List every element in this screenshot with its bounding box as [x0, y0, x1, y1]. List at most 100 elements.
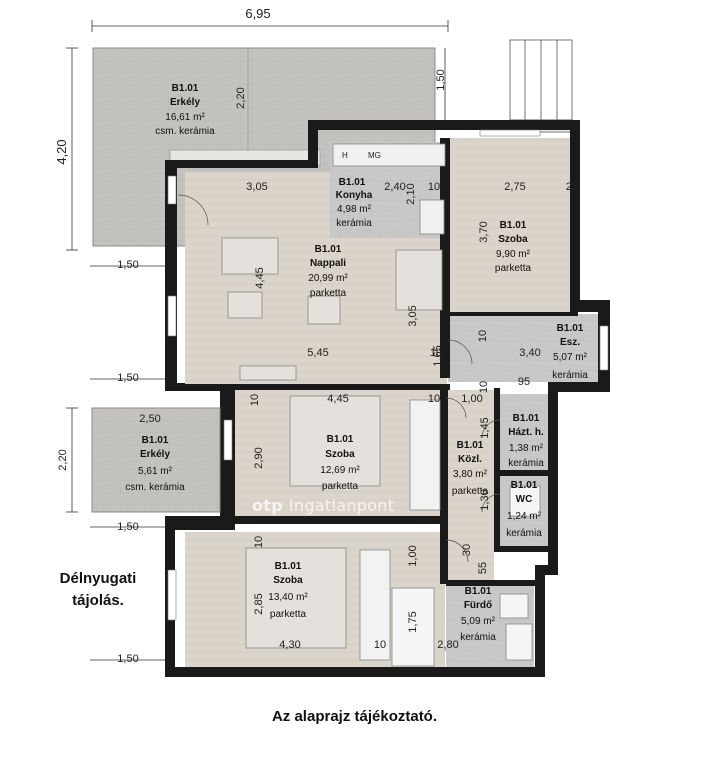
orientation-note: Délnyugati tájolás. — [59, 570, 137, 609]
dim-nappali-inner-depth: 3,05 — [407, 305, 419, 326]
room-label-erkely-top: B1.01 Erkély 16,61 m² csm. kerámia — [155, 83, 215, 137]
svg-text:Közl.: Közl. — [458, 454, 482, 465]
svg-text:B1.01: B1.01 — [465, 586, 492, 597]
svg-text:12,69 m²: 12,69 m² — [320, 465, 360, 476]
dim-wall-30: 30 — [461, 544, 473, 556]
outer-walls — [165, 120, 610, 677]
dim-esz-height: 1,65 — [432, 345, 444, 366]
svg-text:parketta: parketta — [270, 609, 307, 620]
dim-wall-10-a: 10 — [430, 347, 442, 359]
dim-left-offset-1: 1,50 — [117, 259, 138, 271]
svg-text:Fürdő: Fürdő — [464, 600, 492, 611]
svg-text:13,40 m²: 13,40 m² — [268, 592, 308, 603]
dim-bath-wall: 10 — [374, 639, 386, 651]
hob-label-h: H — [342, 151, 348, 160]
dim-konyha-width: 2,40 — [384, 181, 405, 193]
svg-text:20,99 m²: 20,99 m² — [308, 273, 348, 284]
room-hazt — [500, 394, 548, 470]
dim-wall-10-b: 10 — [478, 381, 490, 393]
svg-text:Szoba: Szoba — [498, 234, 528, 245]
room-label-szoba-mid: B1.01 Szoba 12,69 m² parketta — [320, 434, 360, 492]
dim-szoba-mid-wall-r: 10 — [428, 393, 440, 405]
dim-szoba-ne-width: 2,75 — [504, 181, 525, 193]
dim-balcony-inner-height: 2,20 — [235, 87, 247, 108]
svg-text:B1.01: B1.01 — [500, 220, 527, 231]
dim-szoba-sw-wall: 10 — [253, 536, 265, 548]
svg-text:Házt. h.: Házt. h. — [508, 427, 544, 438]
dim-nappali-length: 5,45 — [307, 347, 328, 359]
svg-text:WC: WC — [516, 494, 533, 505]
svg-text:Szoba: Szoba — [273, 575, 303, 586]
svg-text:Konyha: Konyha — [336, 190, 373, 201]
svg-text:4,98 m²: 4,98 m² — [337, 204, 372, 215]
windows — [167, 129, 609, 621]
svg-text:Nappali: Nappali — [310, 258, 346, 269]
room-label-esz: B1.01 Esz. 5,07 m² kerámia — [552, 323, 588, 381]
dim-szoba-mid-wall: 10 — [249, 394, 261, 406]
svg-text:B1.01: B1.01 — [513, 413, 540, 424]
dim-left-offset-2: 1,50 — [117, 372, 138, 384]
watermark-suffix: Ingatlanpont — [288, 496, 395, 515]
svg-text:kerámia: kerámia — [506, 528, 542, 539]
dim-door-width: 1,00 — [407, 545, 419, 566]
svg-text:kerámia: kerámia — [336, 218, 372, 229]
svg-text:5,61 m²: 5,61 m² — [138, 466, 173, 477]
svg-text:16,61 m²: 16,61 m² — [165, 112, 205, 123]
dim-szoba-mid-width: 4,45 — [327, 393, 348, 405]
svg-text:B1.01: B1.01 — [457, 440, 484, 451]
svg-text:csm. kerámia: csm. kerámia — [155, 126, 215, 137]
dim-wc-depth: 1,30 — [479, 489, 491, 510]
dim-left-offset-4: 1,50 — [117, 653, 138, 665]
furniture — [221, 143, 541, 667]
dim-right-offset: 1,50 — [435, 69, 447, 90]
svg-text:parketta: parketta — [452, 486, 489, 497]
svg-text:csm. kerámia: csm. kerámia — [125, 482, 185, 493]
watermark-logo: otp Ingatlanpont — [252, 496, 394, 515]
disclaimer: Az alaprajz tájékoztató. — [271, 708, 438, 725]
dim-nappali-depth: 4,45 — [254, 267, 266, 288]
room-label-erkely-small: B1.01 Erkély 5,61 m² csm. kerámia — [125, 435, 185, 493]
balcony-small — [91, 407, 221, 513]
dim-konyha-depth: 2,10 — [405, 183, 417, 204]
room-label-szoba-ne: B1.01 Szoba 9,90 m² parketta — [495, 220, 532, 274]
svg-text:parketta: parketta — [322, 481, 359, 492]
room-label-wc: B1.01 WC 1,24 m² kerámia — [506, 480, 542, 539]
dim-wall-55: 55 — [477, 562, 489, 574]
svg-text:B1.01: B1.01 — [315, 244, 342, 255]
dim-balcony-small-depth: 2,20 — [57, 449, 69, 470]
dim-bath-depth: 1,75 — [407, 611, 419, 632]
svg-text:Erkély: Erkély — [140, 449, 170, 460]
svg-text:kerámia: kerámia — [552, 370, 588, 381]
svg-text:1,24 m²: 1,24 m² — [507, 511, 542, 522]
svg-text:Erkély: Erkély — [170, 97, 200, 108]
svg-text:5,07 m²: 5,07 m² — [553, 352, 588, 363]
room-label-szoba-sw: B1.01 Szoba 13,40 m² parketta — [268, 561, 308, 620]
dim-top-balcony-height: 4,20 — [54, 139, 69, 164]
inner-walls — [230, 138, 578, 586]
stairwell-window — [509, 39, 573, 133]
dim-bath-width: 2,80 — [437, 639, 458, 651]
svg-text:parketta: parketta — [495, 263, 532, 274]
room-label-hazt: B1.01 Házt. h. 1,38 m² kerámia — [508, 413, 544, 469]
svg-text:kerámia: kerámia — [508, 458, 544, 469]
svg-text:5,09 m²: 5,09 m² — [461, 616, 496, 627]
room-label-konyha: B1.01 Konyha 4,98 m² kerámia — [336, 177, 373, 229]
dim-corridor-width: 1,00 — [461, 393, 482, 405]
svg-text:B1.01: B1.01 — [327, 434, 354, 445]
dim-top-width: 6,95 — [245, 6, 270, 21]
dim-szoba-sw-depth: 2,85 — [253, 593, 265, 614]
svg-text:B1.01: B1.01 — [142, 435, 169, 446]
dim-konyha-wall: 10 — [428, 181, 440, 193]
dim-szoba-sw-width: 4,30 — [279, 639, 300, 651]
svg-text:Szoba: Szoba — [325, 449, 355, 460]
dim-esz-width: 3,40 — [519, 347, 540, 359]
hob-label-mg: MG — [368, 151, 381, 160]
svg-text:B1.01: B1.01 — [275, 561, 302, 572]
svg-text:B1.01: B1.01 — [511, 480, 538, 491]
svg-text:B1.01: B1.01 — [172, 83, 199, 94]
room-kozl — [446, 390, 494, 580]
dim-hazt-depth: 1,45 — [479, 417, 491, 438]
svg-text:1,38 m²: 1,38 m² — [509, 443, 544, 454]
svg-text:9,90 m²: 9,90 m² — [496, 249, 531, 260]
